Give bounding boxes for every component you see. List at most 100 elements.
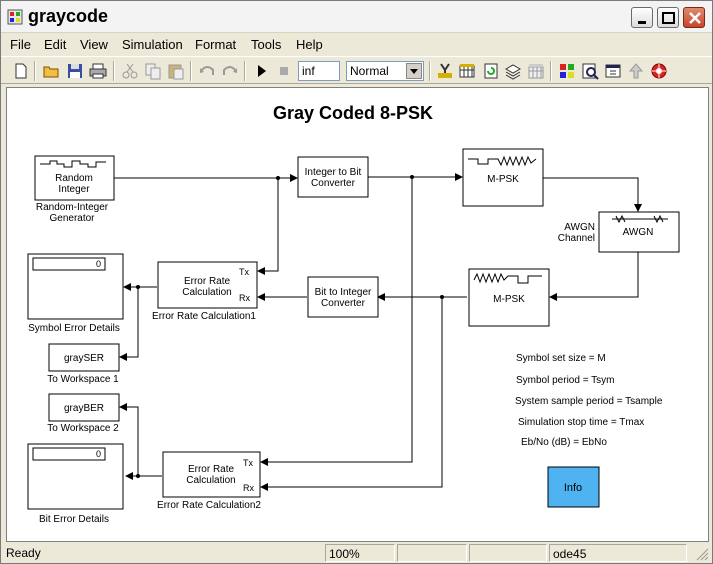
error-rate-calculation1-block[interactable]: Error Rate Calculation Tx Rx (157, 261, 258, 309)
menu-view[interactable]: View (80, 37, 108, 52)
save-icon[interactable] (65, 61, 85, 81)
gray-ser-text: graySER (64, 353, 104, 364)
annotation-simulation-stop-time: Simulation stop time = Tmax (518, 417, 644, 428)
info-text: Info (564, 482, 582, 494)
menu-format[interactable]: Format (195, 37, 237, 52)
maximize-button[interactable] (657, 7, 679, 28)
integer-to-bit-text1: Integer to Bit (305, 167, 362, 178)
status-bar: Ready 100% ode45 (1, 543, 712, 563)
error-rate2-text1: Error Rate (188, 464, 235, 475)
new-icon[interactable] (11, 61, 31, 81)
random-integer-label2: Generator (49, 213, 95, 224)
simulink-app-icon (7, 9, 23, 25)
model-title: Gray Coded 8-PSK (273, 103, 433, 123)
error-rate-calculation2-block[interactable]: Error Rate Calculation Tx Rx (162, 451, 261, 498)
toolbar-separator (190, 61, 192, 81)
model-diagram: Gray Coded 8-PSK (27, 103, 680, 525)
cut-icon[interactable] (120, 61, 140, 81)
menu-edit[interactable]: Edit (44, 37, 67, 52)
menu-tools[interactable]: Tools (251, 37, 282, 52)
symbol-error-display-block[interactable]: 0 (27, 253, 124, 320)
redo-icon[interactable] (220, 61, 240, 81)
mpsk-modulator-text: M-PSK (487, 174, 519, 185)
close-button[interactable] (683, 7, 705, 28)
bit-to-integer-block[interactable]: Bit to Integer Converter (307, 276, 379, 318)
bit-error-value: 0 (96, 449, 101, 459)
play-icon[interactable] (251, 61, 271, 81)
menu-bar: File Edit View Simulation Format Tools H… (1, 34, 712, 55)
gray-ser-label: To Workspace 1 (47, 374, 119, 385)
symbol-error-value: 0 (96, 259, 101, 269)
annotation-system-sample-period: System sample period = Tsample (515, 396, 663, 407)
error-rate1-label: Error Rate Calculation1 (152, 311, 256, 322)
random-integer-block[interactable]: Random Integer (34, 155, 115, 201)
library-icon[interactable] (557, 61, 577, 81)
maximize-icon (662, 12, 675, 24)
toolbar-separator (244, 61, 246, 81)
error-rate2-label: Error Rate Calculation2 (157, 500, 261, 511)
explorer-icon[interactable] (580, 61, 600, 81)
settings-icon[interactable] (649, 61, 669, 81)
chevron-down-icon[interactable] (406, 63, 422, 79)
gray-ber-label: To Workspace 2 (47, 423, 119, 434)
branch-points (136, 175, 444, 478)
annotation-symbol-set-size: Symbol set size = M (516, 353, 606, 364)
print-icon[interactable] (88, 61, 108, 81)
debug-icon[interactable] (603, 61, 623, 81)
up-icon[interactable] (626, 61, 646, 81)
grid-icon[interactable] (526, 61, 546, 81)
status-state: Ready (6, 546, 41, 560)
toolbar-separator (113, 61, 115, 81)
resize-grip-icon[interactable] (695, 547, 709, 561)
annotation-ebno: Eb/No (dB) = EbNo (521, 437, 607, 448)
menu-file[interactable]: File (10, 37, 31, 52)
build-icon[interactable] (435, 61, 455, 81)
error-rate1-text1: Error Rate (184, 276, 231, 287)
open-icon[interactable] (41, 61, 61, 81)
undo-icon[interactable] (197, 61, 217, 81)
simulation-mode-select[interactable]: Normal (346, 61, 424, 81)
stop-time-input[interactable]: inf (298, 61, 340, 81)
menu-help[interactable]: Help (296, 37, 323, 52)
awgn-channel-block[interactable]: AWGN (598, 211, 680, 253)
error-rate2-text2: Calculation (186, 475, 235, 486)
error-rate2-tx-port: Tx (243, 458, 253, 468)
close-icon (689, 12, 701, 24)
copy-icon[interactable] (143, 61, 163, 81)
random-integer-label1: Random-Integer (36, 202, 109, 213)
error-rate1-rx-port: Rx (239, 293, 250, 303)
bit-error-label: Bit Error Details (39, 514, 109, 525)
info-block[interactable]: Info (547, 466, 600, 508)
stop-icon[interactable] (274, 61, 294, 81)
integer-to-bit-text2: Converter (311, 178, 356, 189)
minimize-button[interactable] (631, 7, 653, 28)
status-solver: ode45 (549, 544, 687, 562)
signal-lines (114, 173, 642, 491)
menu-simulation[interactable]: Simulation (122, 37, 183, 52)
random-integer-text2: Integer (58, 184, 90, 195)
bit-to-integer-text2: Converter (321, 298, 366, 309)
annotation-symbol-period: Symbol period = Tsym (516, 375, 614, 386)
gray-ber-workspace-block[interactable]: grayBER (48, 393, 120, 422)
awgn-label2: Channel (558, 233, 595, 244)
paste-icon[interactable] (166, 61, 186, 81)
model-canvas[interactable]: Gray Coded 8-PSK (6, 87, 709, 542)
refresh-icon[interactable] (481, 61, 501, 81)
bit-error-display-block[interactable]: 0 (27, 443, 124, 510)
gray-ser-workspace-block[interactable]: graySER (48, 343, 120, 372)
mpsk-modulator-block[interactable]: M-PSK (462, 148, 544, 207)
symbol-error-label: Symbol Error Details (28, 323, 120, 334)
window-title: graycode (28, 6, 109, 26)
simulation-mode-value: Normal (350, 64, 389, 78)
mpsk-demodulator-block[interactable]: M-PSK (468, 268, 550, 327)
update-icon[interactable] (457, 61, 477, 81)
awgn-block-text: AWGN (623, 227, 654, 238)
layers-icon[interactable] (503, 61, 523, 81)
gray-ber-text: grayBER (64, 403, 104, 414)
integer-to-bit-block[interactable]: Integer to Bit Converter (297, 156, 369, 198)
toolbar-separator (550, 61, 552, 81)
status-cell-empty1 (397, 544, 467, 562)
toolbar-separator (34, 61, 36, 81)
toolbar-separator (429, 61, 431, 81)
